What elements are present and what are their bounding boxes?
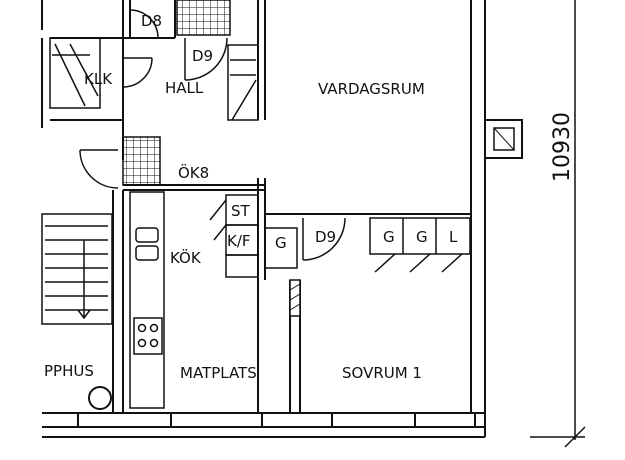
kitchen-counter	[129, 191, 165, 409]
room-label-hall: HALL	[165, 79, 204, 97]
room-label-vardagsrum: VARDAGSRUM	[318, 80, 425, 98]
stove-burner	[149, 323, 159, 333]
hatched-wall	[289, 279, 301, 317]
tile-area-ok8	[122, 136, 161, 186]
fixture-label-st: ST	[231, 202, 251, 220]
fixture-label-g1: G	[275, 234, 287, 252]
room-label-sovrum: SOVRUM 1	[342, 364, 422, 382]
fixture-label-g2: G	[383, 228, 395, 246]
doors	[79, 9, 346, 261]
tile-area-top	[176, 0, 231, 36]
dimension-line	[530, 0, 586, 448]
stove-burner	[137, 323, 147, 333]
chimney	[484, 119, 523, 159]
room-label-matplats: MATPLATS	[180, 364, 257, 382]
stairs	[41, 213, 113, 325]
stove-burner	[149, 338, 159, 348]
fixture-label-g3: G	[416, 228, 428, 246]
fixture-label-kf: K/F	[227, 232, 251, 250]
fixture-label-d9-bed: D9	[315, 228, 336, 246]
dimension-label: 10930	[550, 112, 575, 182]
fixture-label-l: L	[449, 228, 458, 246]
pipe-icon	[88, 386, 112, 410]
stove-burner	[137, 338, 147, 348]
interior-walls	[41, 0, 471, 413]
room-label-trapphus: PPHUS	[44, 362, 94, 380]
fixture-label-d8: D8	[141, 12, 162, 30]
room-label-kok: KÖK	[170, 248, 202, 267]
windows	[77, 412, 476, 428]
room-label-klk: KLK	[84, 70, 113, 88]
fixture-label-d9-hall: D9	[192, 47, 213, 65]
wardrobes	[49, 37, 471, 278]
room-label-ok8: ÖK8	[178, 163, 209, 182]
